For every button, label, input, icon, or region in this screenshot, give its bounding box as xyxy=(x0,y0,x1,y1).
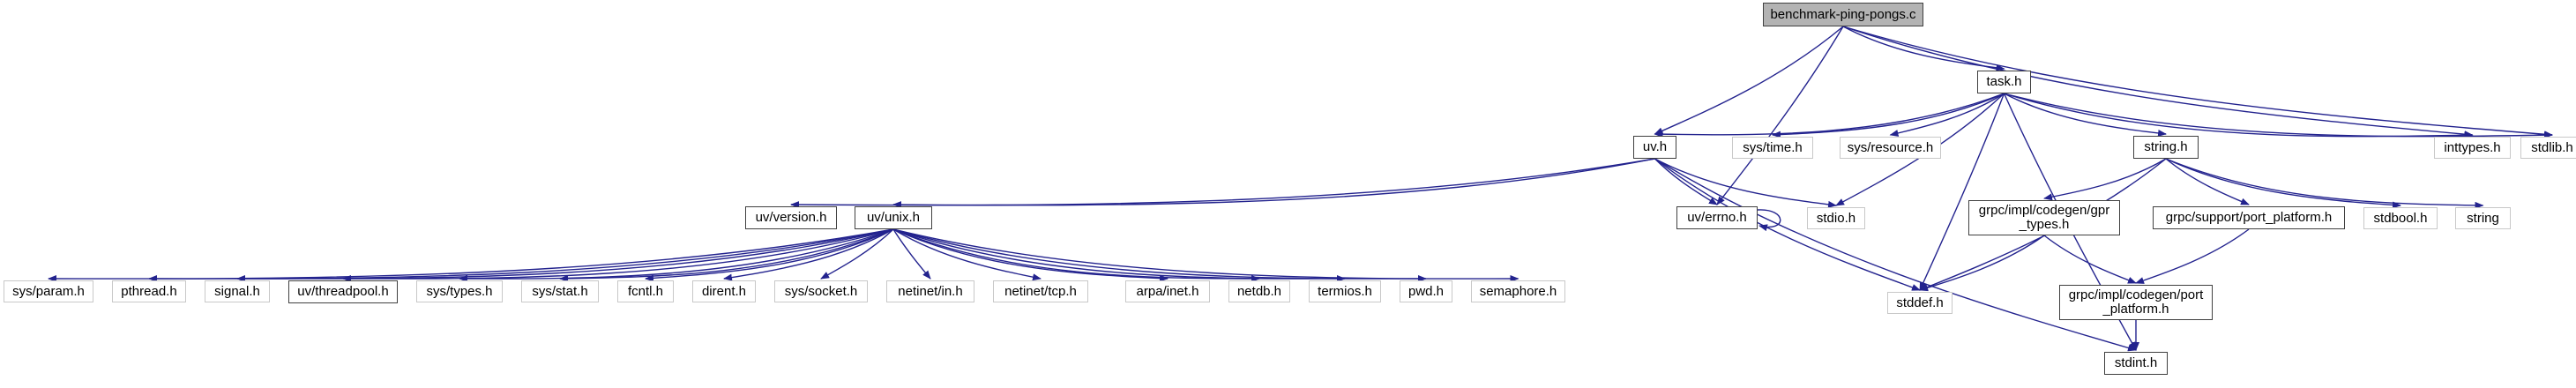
graph-edge-task-to-stdlib xyxy=(2004,93,2553,139)
graph-node-stdio[interactable]: stdio.h xyxy=(1807,207,1865,229)
graph-edge-uvunix-to-netinetin xyxy=(892,228,931,280)
graph-node-systime[interactable]: sys/time.h xyxy=(1732,137,1813,159)
graph-edge-stringh-to-stdbool xyxy=(2165,158,2401,209)
graph-node-uvversion[interactable]: uv/version.h xyxy=(745,206,837,229)
graph-edge-portplat-to-cgportplat xyxy=(2135,228,2250,284)
graph-node-pthread[interactable]: pthread.h xyxy=(112,280,186,302)
graph-node-sysresource[interactable]: sys/resource.h xyxy=(1840,137,1941,159)
graph-node-netinettcp[interactable]: netinet/tcp.h xyxy=(993,280,1088,302)
graph-node-portplat[interactable]: grpc/support/port_platform.h xyxy=(2153,206,2345,229)
graph-edge-uv-to-uvversion xyxy=(790,158,1655,209)
graph-edge-task-to-inttypes xyxy=(2004,93,2474,139)
graph-edge-root-to-stdlib xyxy=(1842,26,2553,138)
graph-edge-uvunix-to-termios xyxy=(892,228,1346,283)
graph-node-cgportplat[interactable]: grpc/impl/codegen/port _platform.h xyxy=(2059,285,2213,320)
graph-edge-uvunix-to-sysstat xyxy=(559,228,894,282)
graph-edge-gprtypes-to-stddef xyxy=(1919,235,2045,292)
graph-node-syssocket[interactable]: sys/socket.h xyxy=(774,280,868,302)
graph-edge-root-to-task xyxy=(1842,26,2005,71)
graph-edge-uvunix-to-syssocket xyxy=(820,228,894,280)
graph-edge-uvunix-to-pthread xyxy=(148,228,894,283)
graph-node-dirent[interactable]: dirent.h xyxy=(692,280,756,302)
graph-node-uv[interactable]: uv.h xyxy=(1633,136,1676,159)
graph-node-netinetin[interactable]: netinet/in.h xyxy=(886,280,974,302)
graph-node-stdbool[interactable]: stdbool.h xyxy=(2363,207,2438,229)
graph-node-arpainet[interactable]: arpa/inet.h xyxy=(1125,280,1210,302)
graph-edge-task-to-stringh xyxy=(2004,93,2167,137)
graph-edge-uverrno-to-uverrno xyxy=(1757,209,1781,232)
graph-node-uvunix[interactable]: uv/unix.h xyxy=(855,206,932,229)
graph-edge-uvunix-to-semaphore xyxy=(892,228,1519,283)
graph-node-sysparam[interactable]: sys/param.h xyxy=(4,280,93,302)
graph-node-fcntl[interactable]: fcntl.h xyxy=(617,280,674,302)
graph-node-uvthreadpool[interactable]: uv/threadpool.h xyxy=(288,280,398,303)
graph-node-root[interactable]: benchmark-ping-pongs.c xyxy=(1763,3,1923,26)
graph-node-stringh[interactable]: string.h xyxy=(2133,136,2199,159)
graph-node-uverrno[interactable]: uv/errno.h xyxy=(1676,206,1758,229)
graph-node-sysstat[interactable]: sys/stat.h xyxy=(521,280,599,302)
graph-edge-uvunix-to-systypes xyxy=(459,228,894,283)
graph-node-inttypes[interactable]: inttypes.h xyxy=(2434,137,2511,159)
graph-edge-uvunix-to-sysparam xyxy=(48,228,894,283)
graph-edge-uvunix-to-fcntl xyxy=(645,228,894,282)
graph-edge-root-to-uv xyxy=(1654,26,1844,135)
graph-edge-task-to-systime xyxy=(1772,93,2005,138)
graph-node-pwd[interactable]: pwd.h xyxy=(1400,280,1452,302)
graph-edge-uvunix-to-dirent xyxy=(723,228,894,281)
graph-node-signal[interactable]: signal.h xyxy=(205,280,270,302)
graph-node-stddef[interactable]: stddef.h xyxy=(1887,292,1953,314)
graph-node-stringcpp[interactable]: string xyxy=(2455,207,2511,229)
graph-node-task[interactable]: task.h xyxy=(1977,71,2031,93)
graph-edge-uv-to-stdint xyxy=(1654,158,2137,352)
graph-edge-stringh-to-stringcpp xyxy=(2165,158,2484,209)
graph-edge-uv-to-uverrno xyxy=(1654,158,1718,205)
graph-edge-uvunix-to-netinettcp xyxy=(892,228,1042,281)
graph-node-gprtypes[interactable]: grpc/impl/codegen/gpr _types.h xyxy=(1968,200,2120,235)
graph-edge-root-to-inttypes xyxy=(1842,26,2474,138)
graph-edge-task-to-sysresource xyxy=(1889,93,2005,137)
graph-edge-uvunix-to-signal xyxy=(236,228,894,283)
graph-edge-root-to-uverrno xyxy=(1716,26,1844,205)
graph-node-netdb[interactable]: netdb.h xyxy=(1228,280,1290,302)
graph-edge-task-to-stddef xyxy=(1919,93,2005,291)
graph-edge-uvunix-to-pwd xyxy=(892,228,1427,283)
graph-node-stdint[interactable]: stdint.h xyxy=(2104,352,2168,375)
graph-edge-uv-to-uvunix xyxy=(892,158,1655,209)
graph-node-termios[interactable]: termios.h xyxy=(1309,280,1381,302)
graph-edge-uvunix-to-arpainet xyxy=(892,228,1169,282)
graph-edge-uvunix-to-netdb xyxy=(892,228,1260,282)
graph-edge-uvunix-to-uvthreadpool xyxy=(342,228,894,283)
graph-node-systypes[interactable]: sys/types.h xyxy=(416,280,503,302)
graph-node-semaphore[interactable]: semaphore.h xyxy=(1471,280,1565,302)
graph-edge-gprtypes-to-cgportplat xyxy=(2043,235,2137,284)
graph-edge-task-to-uv xyxy=(1654,93,2005,138)
graph-edge-stringh-to-gprtypes xyxy=(2043,158,2167,201)
graph-edge-uv-to-stdio xyxy=(1654,158,1837,208)
graph-edge-stringh-to-portplat xyxy=(2165,158,2250,205)
graph-node-stdlib[interactable]: stdlib.h xyxy=(2520,137,2576,159)
